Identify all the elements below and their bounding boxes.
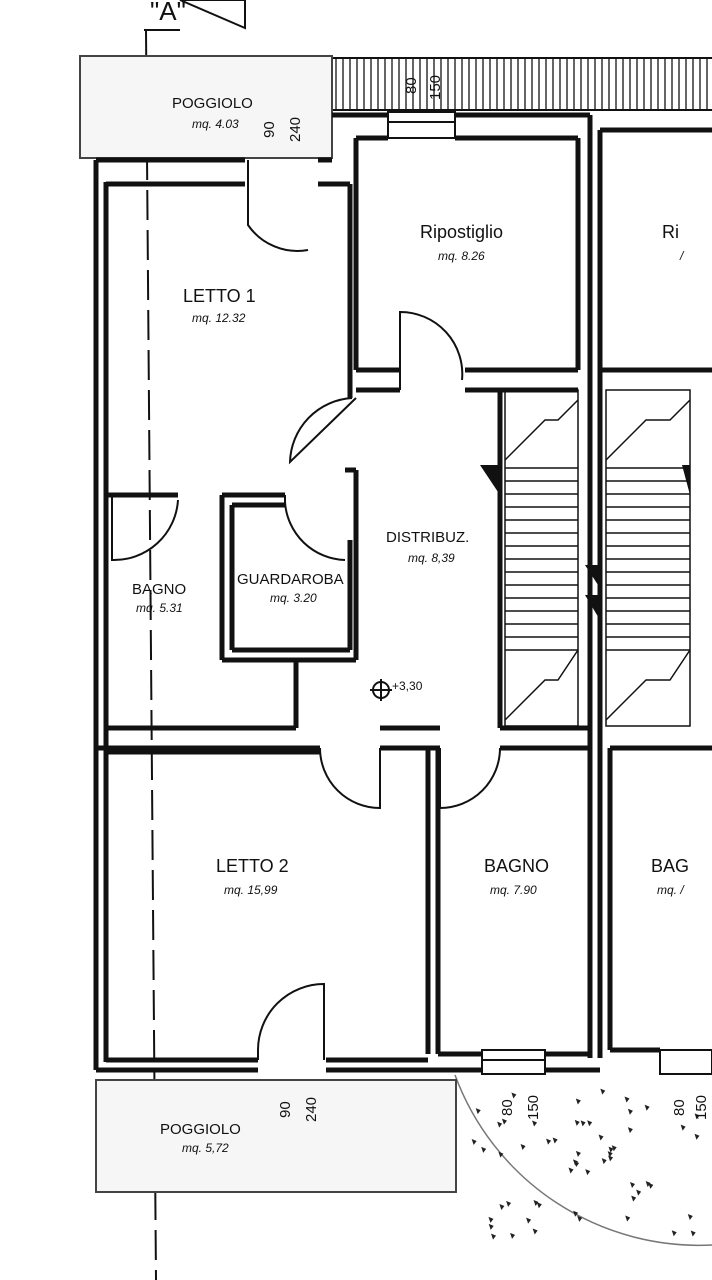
- dim-win-bot-right-h: 150: [693, 1095, 710, 1120]
- windows: [387, 111, 712, 1075]
- dim-win-bot-right-w: 80: [671, 1099, 688, 1116]
- room-name-bagno-right: BAG: [651, 856, 689, 876]
- room-area-bagno: mq. 7.90: [490, 883, 537, 897]
- room-area-ripostiglio: mq. 8.26: [438, 249, 485, 263]
- room-name-poggiolo-bottom: POGGIOLO: [160, 1121, 241, 1138]
- dim-door-top-w: 90: [261, 121, 278, 138]
- dim-win-top-w: 80: [403, 77, 420, 94]
- room-labels: POGGIOLO mq. 4.03 Ripostiglio mq. 8.26 R…: [132, 95, 689, 1155]
- section-label: "A": [150, 0, 186, 26]
- room-area-distribuz: mq. 8,39: [408, 551, 455, 565]
- room-name-distribuz: DISTRIBUZ.: [386, 529, 469, 546]
- room-area-poggiolo-bottom: mq. 5,72: [182, 1141, 229, 1155]
- top-railing-hatch: [335, 58, 708, 110]
- room-name-ripostiglio-right: Ri: [662, 222, 679, 242]
- garden-area: [454, 1074, 712, 1247]
- room-name-bagno: BAGNO: [484, 856, 549, 876]
- poggiolo-top-outline: [79, 55, 333, 159]
- poggiolo-bottom-outline: [95, 1079, 457, 1193]
- dimension-labels: 80 150 90 240 90 240 80 150 80 150: [261, 75, 710, 1122]
- level-mark-label: +3,30: [392, 679, 423, 693]
- room-name-ripostiglio: Ripostiglio: [420, 222, 503, 242]
- room-area-bagno-right: mq. /: [657, 883, 685, 897]
- section-marker: "A": [144, 0, 246, 31]
- dim-win-bot-w: 80: [499, 1099, 516, 1116]
- room-area-guardaroba: mq. 3.20: [270, 591, 317, 605]
- room-area-ripostiglio-right: /: [679, 249, 685, 263]
- room-area-poggiolo-top: mq. 4.03: [192, 117, 239, 131]
- room-area-letto2: mq. 15,99: [224, 883, 278, 897]
- room-area-bagno-small: mq. 5.31: [136, 601, 183, 615]
- room-name-bagno-small: BAGNO: [132, 581, 186, 598]
- walls: [93, 112, 712, 1073]
- dim-door-top-h: 240: [287, 117, 304, 142]
- staircase: [504, 389, 691, 727]
- room-name-letto1: LETTO 1: [183, 286, 256, 306]
- dim-win-top-h: 150: [427, 75, 444, 100]
- dim-door-bot-h: 240: [303, 1097, 320, 1122]
- dim-win-bot-h: 150: [525, 1095, 542, 1120]
- room-area-letto1: mq. 12.32: [192, 311, 246, 325]
- door-swings: [111, 160, 501, 1060]
- level-mark: +3,30: [370, 679, 423, 701]
- room-name-poggiolo-top: POGGIOLO: [172, 95, 253, 112]
- room-name-letto2: LETTO 2: [216, 856, 289, 876]
- dim-door-bot-w: 90: [277, 1101, 294, 1118]
- room-name-guardaroba: GUARDAROBA: [237, 571, 344, 588]
- stair-markers: [480, 465, 690, 620]
